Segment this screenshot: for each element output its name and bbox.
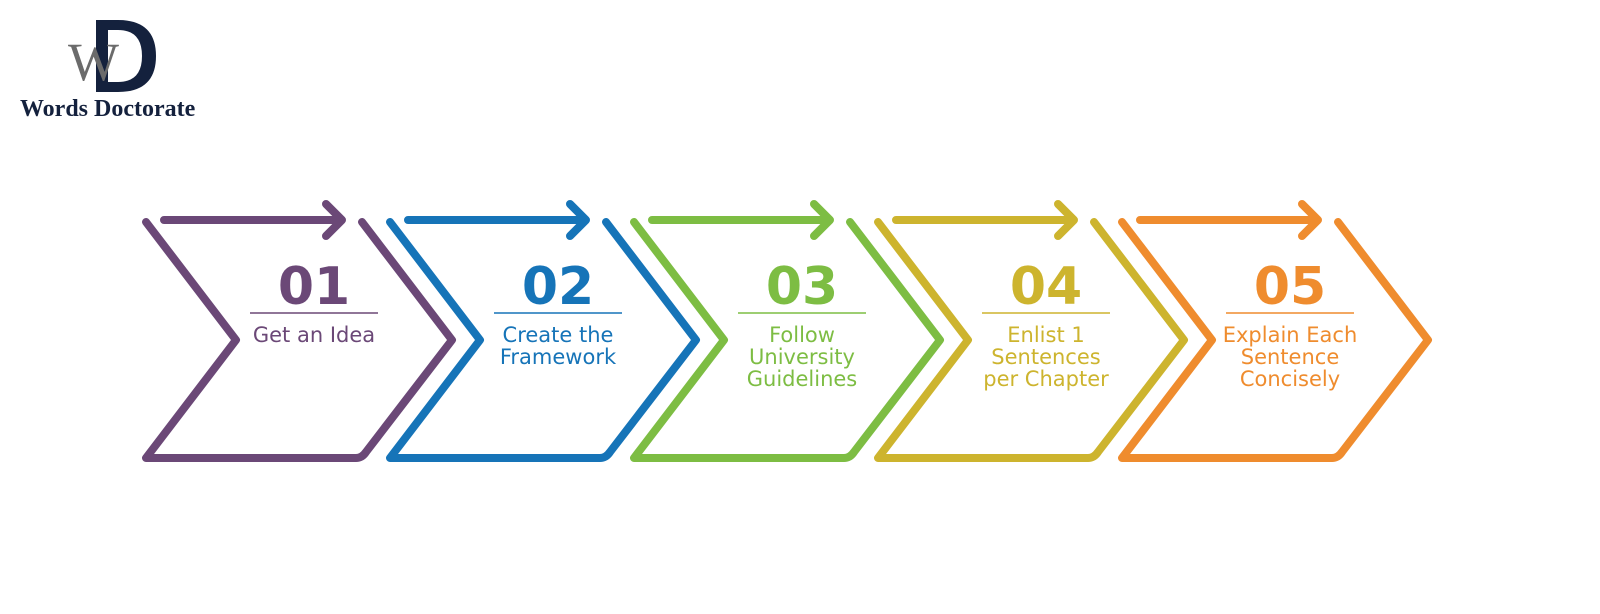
arrow-right-icon [404, 200, 590, 240]
step-label-line: Create the [503, 323, 614, 347]
step-chevron [142, 218, 456, 462]
step-number: 02 [522, 257, 594, 317]
words-doctorate-logo: W Words Doctorate [20, 20, 196, 122]
arrow-right-icon [160, 200, 346, 240]
step-number: 01 [278, 257, 350, 317]
brand-name: Words Doctorate [20, 96, 196, 122]
step-label-line: Concisely [1240, 367, 1340, 391]
step-number: 04 [1010, 257, 1082, 317]
step-chevron [386, 218, 700, 462]
arrow-right-icon [892, 200, 1078, 240]
step-label-line: Get an Idea [253, 323, 375, 347]
step-number: 05 [1254, 257, 1326, 317]
step-chevron [630, 218, 944, 462]
step-label-line: Sentence [1241, 345, 1340, 369]
logo-monogram-d-icon [96, 20, 156, 92]
step-label-line: Explain Each [1223, 323, 1358, 347]
step-label-line: Enlist 1 [1007, 323, 1084, 347]
step-number: 03 [766, 257, 838, 317]
step-label-line: Guidelines [747, 367, 858, 391]
logo-monogram-w: W [68, 32, 119, 92]
arrow-right-icon [1136, 200, 1322, 240]
step-label-line: University [749, 345, 855, 369]
step-label-line: per Chapter [983, 367, 1109, 391]
step-chevron [874, 218, 1188, 462]
arrow-right-icon [648, 200, 834, 240]
step-label-line: Sentences [991, 345, 1100, 369]
step-label-line: Framework [500, 345, 617, 369]
step-chevron [1118, 218, 1432, 462]
step-label-line: Follow [769, 323, 835, 347]
